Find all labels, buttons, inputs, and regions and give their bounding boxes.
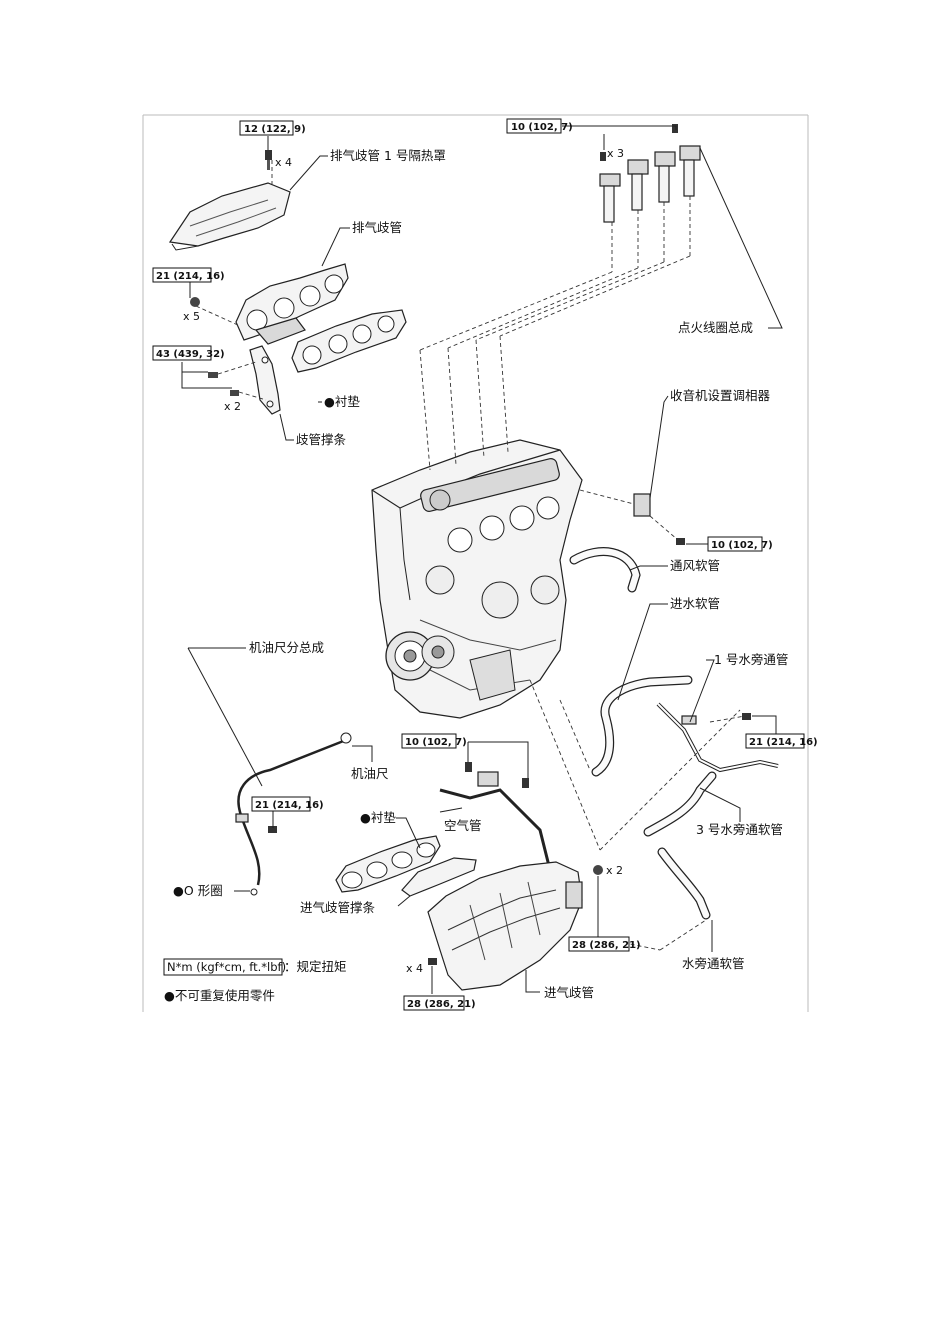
- torque-box: 10 (102, 7): [401, 733, 467, 749]
- exhaust-gasket-part: [291, 309, 407, 373]
- label-heat-insulator: 排气歧管 1 号隔热罩: [330, 148, 446, 163]
- svg-text:10 (102, 7): 10 (102, 7): [405, 737, 467, 748]
- engine-block-part: [371, 439, 583, 719]
- label-water-bypass-hose-3: 3 号水旁通软管: [696, 822, 783, 837]
- label-water-inlet-hose: 进水软管: [670, 596, 720, 611]
- svg-text:12 (122, 9): 12 (122, 9): [244, 124, 306, 135]
- label-intake-manifold: 进气歧管: [544, 985, 594, 1000]
- ventilation-hose-part: [569, 547, 641, 593]
- bolt-icon: [742, 713, 751, 720]
- radio-condenser-part: [633, 493, 651, 517]
- bolt-icon: [676, 538, 685, 545]
- qty-label: x 4: [406, 962, 423, 975]
- bolt-icon: [268, 826, 277, 833]
- bolt-icon: [600, 152, 606, 161]
- label-gasket: ●衬垫: [324, 394, 360, 409]
- torque-box: 12 (122, 9): [239, 120, 306, 136]
- torque-box: 21 (214, 16): [251, 796, 324, 812]
- legend-unit-text: N*m (kgf*cm, ft.*lbf): [167, 960, 286, 974]
- label-manifold-stay: 歧管撑条: [296, 432, 347, 447]
- label-oil-gauge: 机油尺: [351, 766, 389, 781]
- qty-label: x 2: [224, 400, 241, 413]
- nut-icon: [190, 297, 200, 307]
- qty-label: x 2: [606, 864, 623, 877]
- legend-non-reusable: ●不可重复使用零件: [164, 988, 275, 1003]
- torque-box: 43 (439, 32): [152, 345, 225, 361]
- ignition-coils-part: [599, 145, 701, 223]
- label-radio-condenser: 收音机设置调相器: [670, 388, 771, 403]
- svg-text:21 (214, 16): 21 (214, 16): [156, 271, 225, 282]
- diagram-frame: [142, 114, 809, 1012]
- water-bypass-pipe-part: [656, 702, 779, 773]
- label-intake-manifold-stay: 进气歧管撑条: [300, 900, 376, 915]
- svg-text:43 (439, 32): 43 (439, 32): [156, 349, 225, 360]
- water-bypass-hose-part: [657, 847, 711, 920]
- label-o-ring: ●O 形圈: [173, 883, 223, 898]
- label-air-pipe: 空气管: [444, 818, 482, 833]
- bolt-icon: [522, 778, 529, 788]
- nut-icon: [593, 865, 603, 875]
- qty-label: x 5: [183, 310, 200, 323]
- svg-text:28 (286, 21): 28 (286, 21): [407, 999, 476, 1010]
- water-bypass-hose-3-part: [643, 771, 717, 837]
- bolt-icon: [465, 762, 472, 772]
- svg-text:10 (102, 7): 10 (102, 7): [511, 122, 573, 133]
- bolt-icon: [428, 958, 437, 965]
- torque-box: 28 (286, 21): [568, 936, 641, 952]
- bolt-icon: [230, 390, 239, 396]
- label-water-bypass-hose: 水旁通软管: [682, 956, 745, 971]
- svg-text:21 (214, 16): 21 (214, 16): [255, 800, 324, 811]
- manifold-stay-part: [249, 345, 281, 415]
- bolt-icon: [208, 372, 218, 378]
- torque-box: 10 (102, 7): [707, 536, 773, 552]
- label-gasket: ●衬垫: [360, 810, 396, 825]
- svg-text:10 (102, 7): 10 (102, 7): [711, 540, 773, 551]
- torque-box: 28 (286, 21): [403, 995, 476, 1011]
- intake-manifold-stay-part: [401, 857, 477, 897]
- label-exhaust-manifold: 排气歧管: [352, 220, 402, 235]
- torque-box: 21 (214, 16): [152, 267, 225, 283]
- bolt-icon: [265, 150, 272, 170]
- label-oil-gauge-assy: 机油尺分总成: [249, 640, 324, 655]
- heat-insulator-part: [168, 182, 291, 251]
- svg-text:21 (214, 16): 21 (214, 16): [749, 737, 818, 748]
- bolt-icon: [672, 124, 678, 133]
- intake-manifold-part: [427, 861, 583, 991]
- exhaust-manifold-part: [235, 263, 349, 345]
- qty-label: x 4: [275, 156, 292, 169]
- torque-box: 21 (214, 16): [745, 733, 818, 749]
- svg-text:28 (286, 21): 28 (286, 21): [572, 940, 641, 951]
- legend-unit-box: [163, 958, 283, 976]
- o-ring-icon: [250, 888, 258, 896]
- oil-dipstick-part: [235, 732, 352, 886]
- air-pipe-part: [439, 771, 552, 871]
- legend: N*m (kgf*cm, ft.*lbf) ：规定扭矩 ●不可重复使用零件: [163, 958, 347, 1003]
- dashed-lines: [195, 160, 746, 951]
- label-ignition-coil: 点火线圈总成: [678, 320, 753, 335]
- label-ventilation-hose: 通风软管: [670, 558, 720, 573]
- leader-lines: [181, 125, 783, 994]
- water-inlet-hose-part: [591, 675, 693, 777]
- legend-unit-desc: ：规定扭矩: [284, 959, 347, 974]
- label-water-bypass-pipe-1: 1 号水旁通管: [714, 652, 788, 667]
- intake-gasket-part: [335, 835, 441, 893]
- qty-label: x 3: [607, 147, 624, 160]
- torque-box: 10 (102, 7): [506, 118, 573, 134]
